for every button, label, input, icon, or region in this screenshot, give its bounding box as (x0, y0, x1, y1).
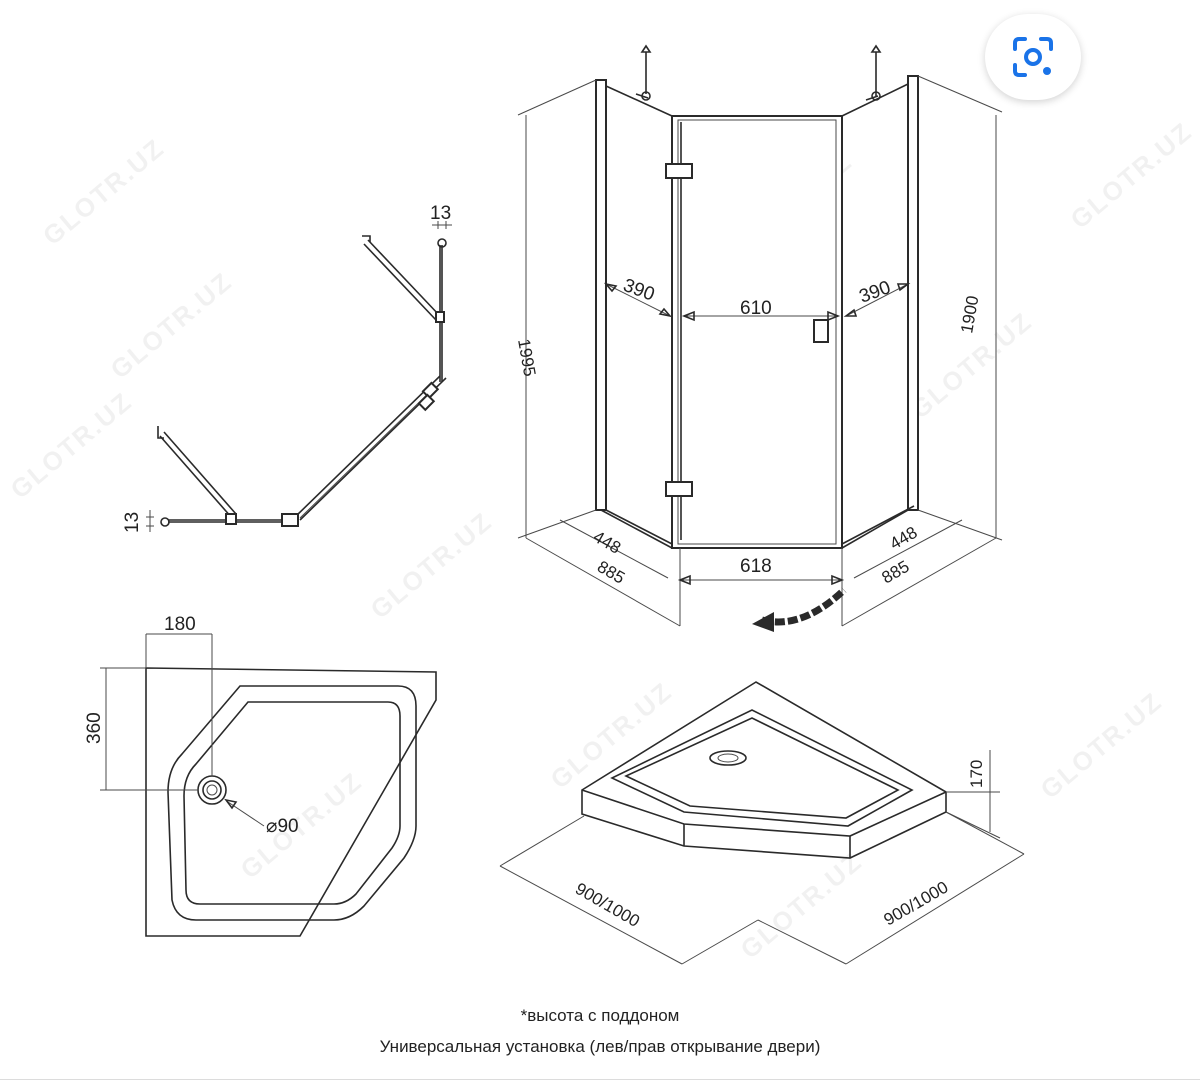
watermark: GLOTR.UZ (1065, 116, 1198, 235)
upper-hinge (665, 163, 693, 179)
watermark: GLOTR.UZ (5, 386, 138, 505)
tray-top-view: 180 360 ⌀90 (84, 614, 437, 937)
watermark: GLOTR.UZ (735, 846, 868, 965)
enclosure-front-view: 1995 1900 390 610 390 448 885 618 448 88… (514, 44, 1003, 632)
visual-search-icon (1013, 37, 1053, 77)
dim-base-right-long: 885 (879, 557, 913, 588)
dim-base-right-short: 448 (887, 523, 921, 554)
dim-drain-x: 180 (164, 614, 196, 635)
dim-height-right: 1900 (957, 294, 982, 335)
right-side-panel (907, 75, 919, 511)
installation-note: Универсальная установка (лев/прав открыв… (379, 1037, 821, 1056)
dim-door-width: 610 (740, 298, 772, 319)
dim-left-panel: 390 (620, 275, 657, 306)
watermark: GLOTR.UZ (545, 676, 678, 795)
dim-height-left: 1995 (514, 337, 539, 378)
tray-outline (145, 667, 437, 937)
left-side-panel (595, 79, 607, 511)
watermark: GLOTR.UZ (1035, 686, 1168, 805)
dim-top-offset: 13 (430, 203, 451, 224)
dim-tray-side-left: 900/1000 (572, 879, 643, 931)
drain-icon (197, 775, 227, 805)
dim-left-offset: 13 (122, 512, 143, 533)
lower-hinge (665, 481, 693, 497)
swing-arrow-icon (752, 587, 847, 632)
dim-base-front: 618 (740, 556, 772, 577)
dim-right-panel: 390 (857, 277, 894, 308)
dim-base-left-long: 885 (594, 557, 628, 588)
watermark: GLOTR.UZ (105, 266, 238, 385)
dim-drain-diameter: ⌀90 (266, 816, 299, 837)
dim-tray-side-right: 900/1000 (881, 878, 952, 930)
enclosure-top-view: 13 13 (122, 203, 452, 533)
tray-iso-view: 170 900/1000 900/1000 (499, 681, 1025, 965)
dim-base-left-short: 448 (590, 527, 624, 558)
dim-tray-height: 170 (967, 760, 986, 788)
door-handle (813, 319, 829, 343)
watermark: GLOTR.UZ (37, 132, 170, 251)
watermark: GLOTR.UZ (365, 506, 498, 625)
bottom-divider (0, 1079, 1200, 1080)
height-note: *высота с поддоном (520, 1006, 680, 1025)
watermark: GLOTR.UZ (235, 766, 368, 885)
visual-search-button[interactable] (985, 14, 1081, 100)
dim-drain-y: 360 (84, 712, 105, 744)
